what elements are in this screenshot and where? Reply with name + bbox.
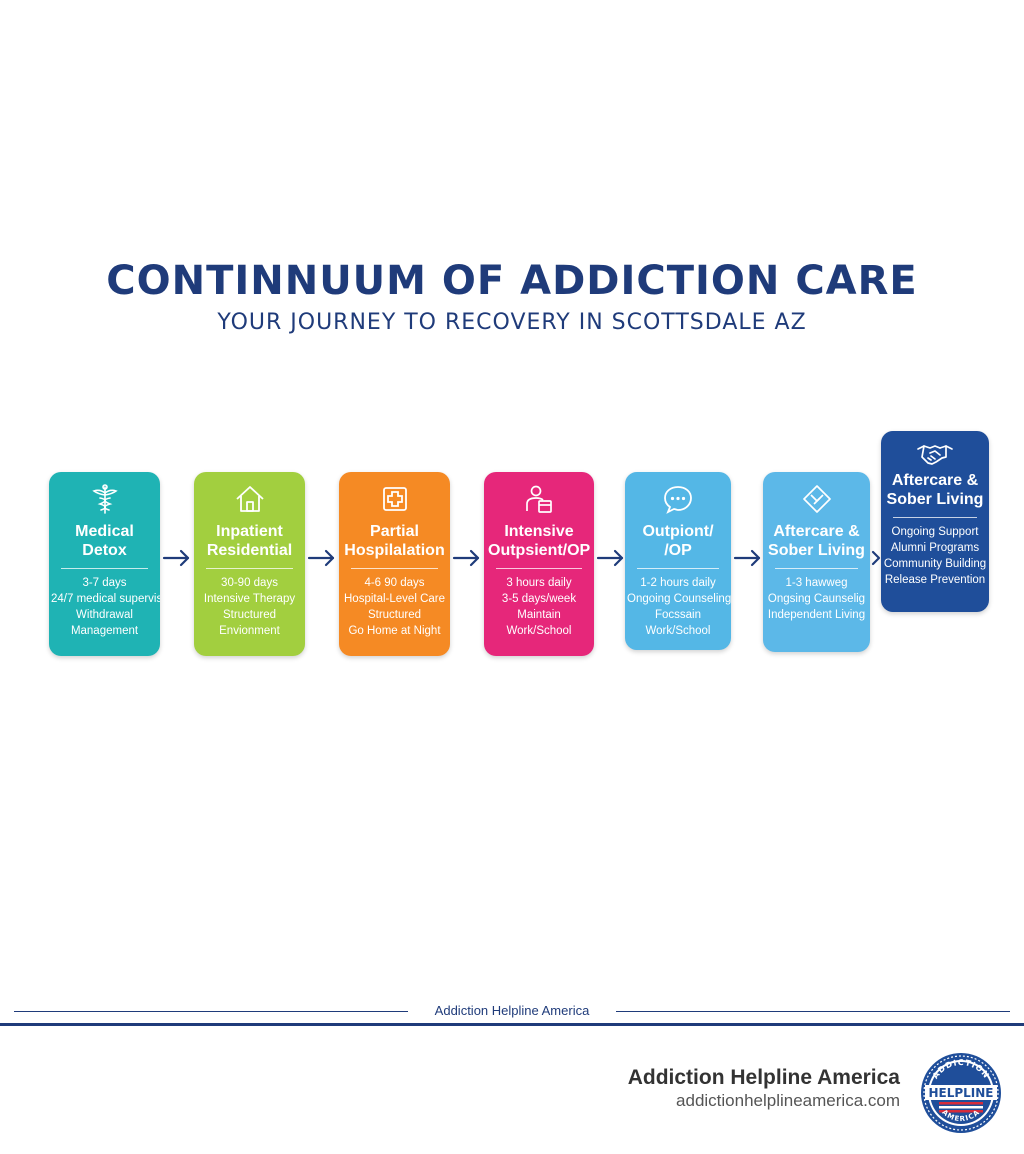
- arrow-right-icon: [733, 549, 761, 567]
- stage-detail: 1-2 hours daily: [640, 577, 716, 589]
- stage-name-line1: Aftercare &: [773, 523, 860, 540]
- arrow-right-icon: [452, 549, 480, 567]
- stage-detail: Go Home at Night: [348, 625, 441, 637]
- stage-name-line1: Partial: [370, 523, 419, 540]
- stage-detail: 24/7 medical supervision: [51, 593, 160, 605]
- page-title: CONTINNUUM OF ADDICTION CARE: [106, 258, 918, 304]
- divider: [775, 568, 858, 569]
- stage-detail: Structured: [222, 609, 277, 621]
- stage-detail: Withdrawal: [76, 609, 133, 621]
- footer-divider-right: [616, 1011, 1010, 1012]
- stage-name-line1: Aftercare &: [891, 472, 979, 489]
- stage-detail: 30-90 days: [221, 577, 278, 589]
- stage-detail: Release Prevention: [884, 574, 986, 586]
- arrow-right-icon: [162, 549, 190, 567]
- logo-main-text: HELPLINE: [928, 1086, 993, 1100]
- stage-detail: Independent Living: [767, 609, 866, 621]
- divider: [637, 568, 719, 569]
- stage-detail: Ongsing Caunselig: [767, 593, 866, 605]
- stage-name-line1: Inpatient: [216, 523, 283, 540]
- stage-detail: Intensive Therapy: [203, 593, 296, 605]
- stage-detail: Alumni Programs: [890, 542, 980, 554]
- speech-bubble-icon: [664, 486, 692, 514]
- stage-name-line2: Hospilalation: [344, 542, 445, 559]
- stage-detail: Management: [70, 625, 139, 637]
- stage-card-aftercare-sober-living: Aftercare & Sober Living 1-3 hawweg Ongs…: [763, 472, 870, 652]
- stage-name-line1: Intensive: [504, 523, 574, 540]
- stage-card-outpatient: Outpiont/ /OP 1-2 hours daily Ongoing Co…: [625, 472, 731, 650]
- stage-card-inpatient-residential: Inpatient Residential 30-90 days Intensi…: [194, 472, 305, 656]
- arrow-right-icon: [307, 549, 335, 567]
- arrow-right-icon: [871, 550, 881, 566]
- stage-detail: 3-5 days/week: [501, 593, 577, 605]
- divider: [206, 568, 293, 569]
- stage-card-aftercare-ongoing-support: Aftercare & Sober Living Ongoing Support…: [881, 431, 989, 612]
- stage-detail: 3 hours daily: [506, 577, 572, 589]
- medical-cross-icon: [382, 487, 407, 511]
- stage-name-line2: Sober Living: [768, 542, 865, 559]
- page-subtitle: YOUR JOURNEY TO RECOVERY IN SCOTTSDALE A…: [217, 310, 807, 335]
- stage-card-medical-detox: Medical Detox 3-7 days 24/7 medical supe…: [49, 472, 160, 656]
- caduceus-icon: [91, 484, 118, 514]
- stage-card-intensive-outpatient: Intensive Outpsient/OP 3 hours daily 3-5…: [484, 472, 594, 656]
- footer-bar: [0, 1023, 1024, 1026]
- footer-label: Addiction Helpline America: [434, 1003, 590, 1018]
- stage-name-line2: Outpsient/OP: [488, 542, 591, 559]
- arrow-right-icon: [596, 549, 624, 567]
- person-calendar-icon: [526, 485, 552, 513]
- stage-name-line2: /OP: [664, 542, 692, 559]
- stage-name-line2: Detox: [82, 542, 127, 559]
- stage-name-line2: Sober Living: [886, 491, 984, 508]
- divider: [351, 568, 438, 569]
- stage-name-line1: Outpiont/: [642, 523, 714, 540]
- stage-detail: Hospital-Level Care: [344, 593, 445, 605]
- stage-detail: Focssain: [654, 609, 702, 621]
- stage-detail: Ongoing Counseling: [627, 593, 731, 605]
- footer-divider-left: [14, 1011, 408, 1012]
- stage-detail: Ongoing Support: [891, 526, 979, 538]
- stage-card-partial-hospitalization: Partial Hospilalation 4-6 90 days Hospit…: [339, 472, 450, 656]
- handshake-icon: [917, 445, 953, 465]
- stage-detail: Envionment: [219, 625, 280, 637]
- stage-name-line1: Medical: [75, 523, 134, 540]
- divider: [496, 568, 582, 569]
- divider: [61, 568, 148, 569]
- stage-detail: 1-3 hawweg: [785, 577, 848, 589]
- stage-name-line2: Residential: [206, 542, 293, 559]
- divider: [893, 517, 977, 518]
- stage-detail: 4-6 90 days: [364, 577, 425, 589]
- stage-detail: Maintain: [517, 609, 561, 621]
- house-icon: [235, 486, 264, 512]
- stage-detail: 3-7 days: [82, 577, 127, 589]
- stage-detail: Work/School: [645, 625, 711, 637]
- stage-detail: Community Building: [883, 558, 987, 570]
- brand-name: Addiction Helpline America: [627, 1066, 900, 1089]
- helpline-america-logo: ADDICTION HELPLINE AMERICA: [921, 1053, 1001, 1133]
- brand-url[interactable]: addictionhelplineamerica.com: [676, 1091, 900, 1110]
- puzzle-icon: [802, 485, 831, 513]
- stage-detail: Structured: [367, 609, 422, 621]
- stage-detail: Work/School: [506, 625, 572, 637]
